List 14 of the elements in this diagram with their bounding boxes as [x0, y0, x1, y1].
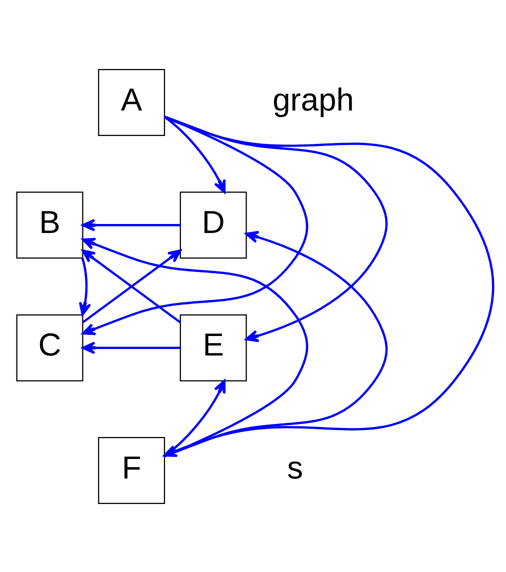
label: s: [287, 448, 304, 485]
node-box: A: [98, 68, 166, 136]
arrow: [82, 341, 180, 354]
node-box: E: [180, 314, 247, 381]
arrow: [164, 116, 226, 193]
arrow: [82, 218, 180, 231]
node-box: D: [180, 191, 247, 258]
node-box: F: [98, 436, 166, 504]
arrow: [78, 257, 92, 316]
label: graph: [272, 80, 354, 117]
arrow: [164, 114, 388, 342]
arrow: [82, 115, 308, 335]
node-box: C: [16, 314, 84, 381]
node-box: B: [16, 191, 84, 258]
